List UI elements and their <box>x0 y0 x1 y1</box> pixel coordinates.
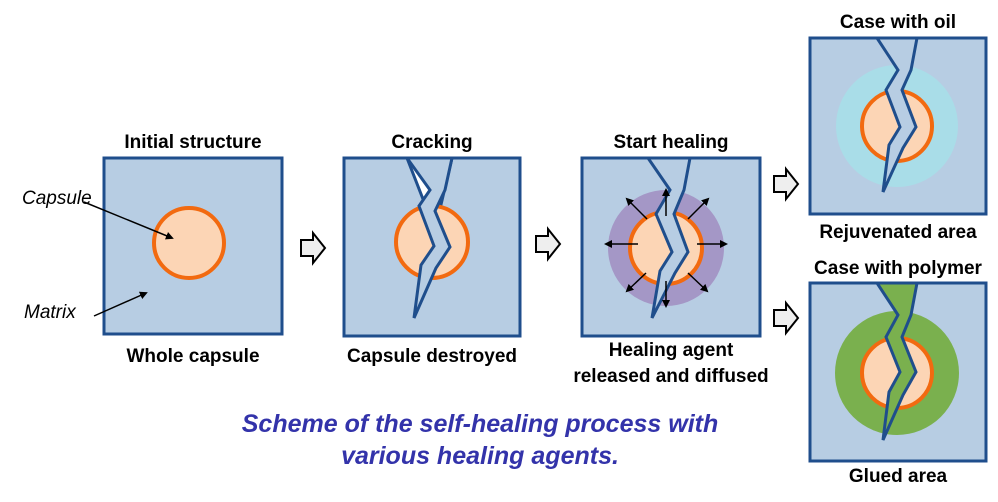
step-arrow-1 <box>300 230 327 266</box>
figure-caption-line-1: Scheme of the self-healing process with <box>241 410 719 438</box>
capsule-whole <box>152 206 226 280</box>
title-cracking: Cracking <box>391 132 473 153</box>
step-arrow-2 <box>535 226 562 262</box>
step-arrow-polymer <box>773 300 800 336</box>
figure-caption-line-2: various healing agents. <box>341 442 619 470</box>
crack <box>404 156 454 319</box>
caption-rejuvenated-area: Rejuvenated area <box>819 222 977 243</box>
matrix-pointer-arrow <box>93 291 148 317</box>
crack-filled-polymer <box>874 281 919 441</box>
label-matrix: Matrix <box>24 302 76 323</box>
title-case-with-polymer: Case with polymer <box>814 258 982 279</box>
crack <box>645 156 692 319</box>
diffusion-arrows <box>604 188 728 308</box>
capsule-pointer-arrow <box>83 201 174 240</box>
label-capsule: Capsule <box>22 188 92 209</box>
caption-healing-agent: Healing agent <box>608 340 734 361</box>
title-case-with-oil: Case with oil <box>839 12 957 33</box>
caption-capsule-destroyed: Capsule destroyed <box>347 346 517 367</box>
panel-initial-structure <box>102 156 284 336</box>
caption-whole-capsule: Whole capsule <box>126 346 260 367</box>
title-start-healing: Start healing <box>613 132 729 153</box>
caption-released-diffused: released and diffused <box>573 366 769 387</box>
caption-glued-area: Glued area <box>848 466 948 487</box>
figure-caption: Scheme of the self-healing process with … <box>190 408 770 472</box>
panel-start-healing <box>580 156 762 338</box>
panel-case-with-polymer <box>808 281 988 463</box>
title-initial-structure: Initial structure <box>124 132 262 153</box>
crack <box>874 36 919 193</box>
panel-case-with-oil <box>808 36 988 216</box>
panel-cracking <box>342 156 522 338</box>
step-arrow-oil <box>773 166 800 202</box>
